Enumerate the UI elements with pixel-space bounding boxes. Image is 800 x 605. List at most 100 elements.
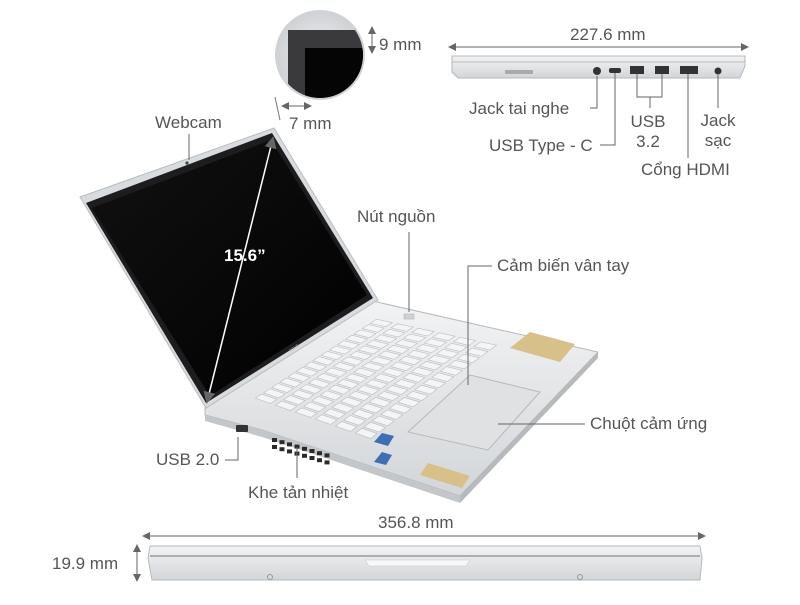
keyboard-key <box>397 397 421 408</box>
usb2-label: USB 2.0 <box>156 450 220 469</box>
keyboard-key <box>448 360 472 370</box>
front-view <box>133 532 706 582</box>
keyboard-key <box>344 334 369 344</box>
usb32-label-line2: 3.2 <box>636 132 660 151</box>
keyboard-key <box>294 407 318 418</box>
keyboard-key <box>394 339 419 349</box>
keyboard-key <box>343 415 367 426</box>
vent-slot <box>287 449 292 454</box>
keyboard-key <box>411 327 435 337</box>
usb32-port-1-graphic <box>630 66 644 74</box>
keyboard-key <box>419 361 443 371</box>
side-view-ports <box>448 43 749 158</box>
screen-size-label: 15.6” <box>224 246 266 265</box>
vent-slot <box>272 445 277 449</box>
headphone-jack-label: Jack tai nghe <box>469 99 570 118</box>
hdmi-label: Cổng HDMI <box>641 160 730 179</box>
keyboard-key <box>299 384 323 394</box>
keyboard-key <box>410 367 434 377</box>
vents-label: Khe tản nhiệt <box>248 483 349 502</box>
keyboard-key <box>368 397 392 408</box>
keyboard-key <box>354 428 378 439</box>
keyboard-key <box>274 400 298 411</box>
keyboard-key <box>402 373 426 383</box>
keyboard-key <box>444 342 468 352</box>
vent-slot <box>302 453 307 458</box>
keyboard-key <box>316 373 340 383</box>
touchpad-label: Chuột cảm ứng <box>590 414 708 433</box>
hdmi-port-graphic <box>680 66 698 74</box>
keyboard-key <box>435 348 460 358</box>
keyboard-key <box>312 356 336 366</box>
keyboard-key <box>364 379 389 389</box>
keyboard-key <box>388 403 412 414</box>
keyboard-key <box>331 402 355 413</box>
keyboard-key <box>423 338 448 348</box>
keyboard-key <box>303 401 326 412</box>
keyboard-key <box>427 354 451 365</box>
vent-slot <box>317 458 322 463</box>
keyboard-key <box>336 340 361 350</box>
charge-jack-graphic <box>714 67 722 75</box>
vent-slot <box>287 442 292 447</box>
vent-slot <box>324 460 330 465</box>
usb-c-label: USB Type - C <box>489 136 593 155</box>
keyboard-key <box>324 367 348 377</box>
keyboard-key <box>373 373 397 383</box>
laptop-main-view: ASUS <box>79 127 599 503</box>
keyboard-key <box>314 414 338 425</box>
bezel-top-label: 9 mm <box>379 35 422 54</box>
keyboard-key <box>320 350 344 360</box>
keyboard-key <box>406 349 431 359</box>
vent-slot <box>272 438 277 442</box>
keyboard-key <box>336 379 360 389</box>
fingerprint-label: Cảm biến vân tay <box>497 256 630 275</box>
keyboard-key <box>402 333 427 343</box>
keyboard-key <box>303 361 328 371</box>
keyboard-key <box>390 361 414 371</box>
keyboard-key <box>311 396 335 407</box>
keyboard-key <box>356 385 380 395</box>
keyboard-key <box>307 378 331 389</box>
keyboard-key <box>398 355 422 365</box>
keyboard-key <box>385 385 409 395</box>
usb2-port-graphic <box>236 425 248 432</box>
vent-slot <box>324 453 330 458</box>
keyboard-key <box>328 345 352 355</box>
webcam-graphic <box>185 161 189 165</box>
svg-text:ASUS: ASUS <box>288 343 300 353</box>
keyboard-key <box>327 384 352 395</box>
keyboard-key <box>353 329 377 339</box>
keyboard-key <box>295 367 319 377</box>
keyboard-key <box>361 324 385 333</box>
usb32-label: USB 3.2 <box>628 112 668 152</box>
keyboard-key <box>365 339 389 349</box>
keyboard-key <box>287 372 311 382</box>
vent-slot <box>309 456 315 460</box>
keyboard-key <box>348 390 372 401</box>
keyboard-key <box>376 391 401 402</box>
keyboard-key <box>405 390 429 401</box>
side-depth-label: 227.6 mm <box>570 25 646 44</box>
bezel-zoom-detail <box>274 10 376 121</box>
vent-slot <box>279 447 285 452</box>
keyboard-key <box>352 367 377 378</box>
keyboard-key <box>386 344 410 354</box>
bezel-side-label: 7 mm <box>289 114 332 133</box>
keyboard-key <box>377 350 402 360</box>
touchpad <box>406 374 541 451</box>
keyboard-key <box>373 334 398 344</box>
webcam-label: Webcam <box>155 113 222 132</box>
keyboard-key <box>393 379 418 389</box>
sticker-intel <box>510 332 575 362</box>
keyboard-key <box>415 344 439 354</box>
keyboard-key <box>319 390 343 401</box>
usb32-label-line1: USB <box>630 112 666 131</box>
keyboard-key <box>339 396 363 407</box>
vent-slot <box>279 440 285 445</box>
screen-diagonal-arrow <box>203 136 277 404</box>
keyboard-key <box>363 421 387 433</box>
power-button-graphic <box>403 313 415 320</box>
